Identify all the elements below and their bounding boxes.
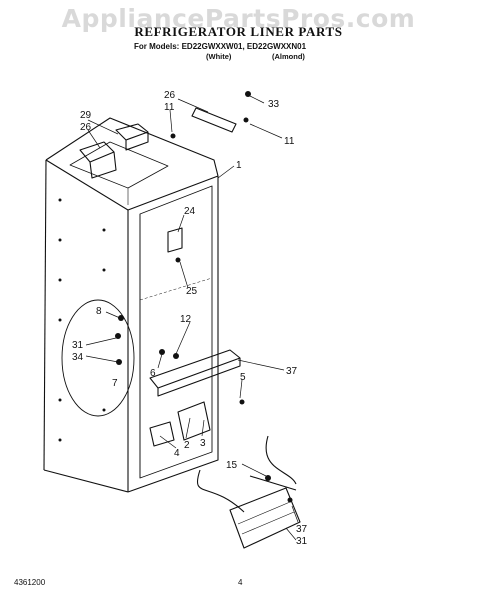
liner-right-front — [127, 176, 219, 493]
callout-6: 6 — [150, 368, 156, 379]
heater-wire — [196, 435, 297, 513]
bracket-4 — [149, 421, 175, 447]
footer-page-number: 4 — [238, 578, 243, 587]
screw-23 — [175, 257, 181, 263]
callout-12: 12 — [180, 314, 192, 325]
callout-8: 8 — [96, 306, 102, 317]
watermark: AppliancePartsPros.com — [61, 4, 416, 33]
callout-23: 25 — [186, 286, 198, 297]
footer-part-number: 4361200 — [14, 578, 46, 587]
liner-top-front — [45, 159, 129, 211]
callout-29: 31 — [72, 340, 84, 351]
screw-8 — [118, 315, 124, 321]
callout-25: 29 — [80, 110, 92, 121]
callout-31: 31 — [296, 536, 308, 547]
damper-control-24 — [79, 141, 115, 163]
callout-2: 2 — [184, 440, 190, 451]
callout-22: 24 — [184, 206, 196, 217]
callout-37: 37 — [296, 524, 308, 535]
callout-11-left: 11 — [164, 102, 175, 113]
callout-7: 7 — [112, 378, 118, 389]
clip-12 — [173, 353, 179, 359]
callout-30: 33 — [268, 99, 280, 110]
rail-26 — [191, 107, 237, 133]
callout-3: 3 — [200, 438, 206, 449]
connector-15 — [265, 475, 271, 481]
model-line: For Models: ED22GWXXW01, ED22GWXXN01 — [134, 42, 306, 51]
liner-left-wall — [43, 159, 47, 471]
callout-26: 26 — [164, 90, 176, 101]
callout-24: 26 — [80, 122, 92, 133]
screw-30 — [245, 91, 251, 97]
callout-11-right: 11 — [284, 136, 295, 147]
screw-11-left — [170, 133, 176, 139]
screw-11-top — [243, 117, 249, 123]
models-prefix: For Models: — [134, 42, 180, 51]
screw-29 — [115, 333, 121, 339]
liner-left-bottom — [43, 469, 129, 493]
models-list: ED22GWXXW01, ED22GWXXN01 — [181, 42, 307, 51]
clip-37 — [287, 497, 293, 503]
callout-5: 5 — [240, 372, 246, 383]
model-white-label: (White) — [206, 52, 232, 61]
damper-housing — [61, 299, 135, 417]
drain-heater-31 — [229, 487, 301, 549]
liner-front-top — [127, 175, 219, 211]
callout-15: 15 — [226, 460, 238, 471]
screw-5 — [239, 399, 245, 405]
screw-33 — [116, 359, 122, 365]
bracket-3 — [177, 401, 211, 441]
model-almond-label: (Almond) — [272, 52, 305, 61]
callout-4: 4 — [174, 448, 180, 459]
liner-top-edge — [45, 117, 219, 177]
bracket-22 — [167, 227, 183, 253]
diagram-title: REFRIGERATOR LINER PARTS — [134, 24, 343, 39]
callout-1: 1 — [236, 160, 242, 171]
clip-6 — [159, 349, 165, 355]
callout-33: 34 — [72, 352, 84, 363]
callout-34: 37 — [286, 366, 298, 377]
